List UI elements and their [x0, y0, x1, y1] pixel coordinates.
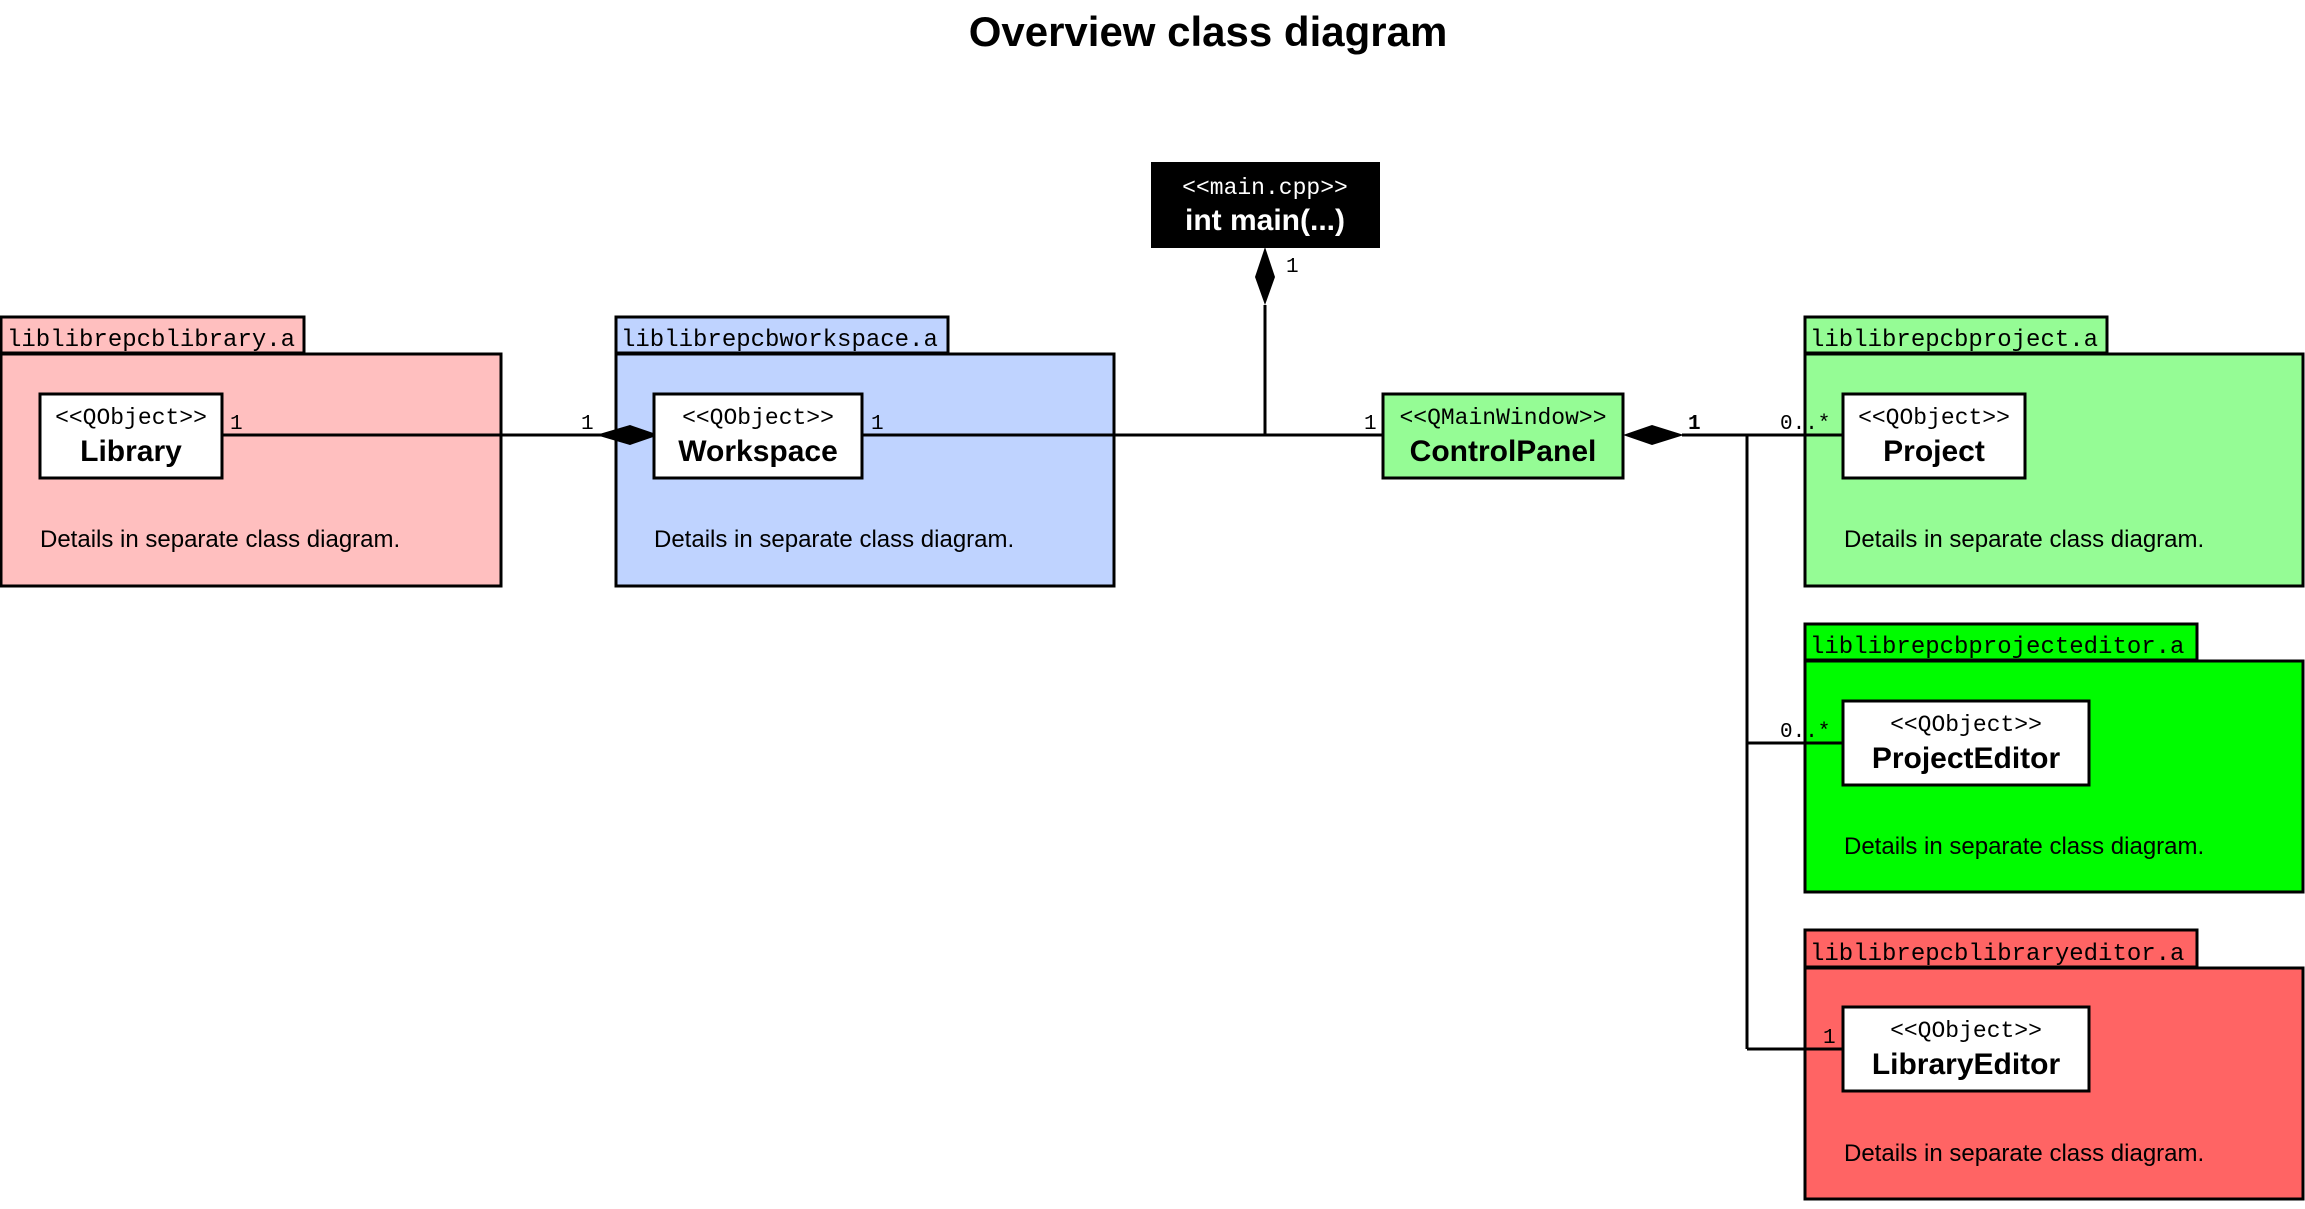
connectors — [222, 305, 1843, 1051]
class-controlpanel-name: ControlPanel — [1410, 435, 1597, 468]
package-workspace-tab-label: liblibrepcbworkspace.a — [621, 327, 938, 354]
workspace-composition-diamond — [596, 425, 659, 445]
class-project-name: Project — [1883, 435, 1985, 468]
package-libraryeditor-tab — [1803, 928, 2199, 969]
diagram-title: Overview class diagram — [969, 8, 1448, 55]
package-project-tab-label: liblibrepcbproject.a — [1810, 327, 2098, 354]
multiplicity-library: 1 — [230, 413, 243, 436]
class-projecteditor-name: ProjectEditor — [1872, 742, 2061, 775]
main-stereotype: <<main.cpp>> — [1182, 175, 1348, 201]
class-workspace: <<QObject>> Workspace — [652, 392, 864, 480]
multiplicity-controlpanel-children: 1 — [1688, 413, 1701, 436]
class-library-box — [38, 392, 224, 480]
package-library-tab-label: liblibrepcblibrary.a — [7, 327, 295, 354]
main-name: int main(...) — [1185, 204, 1345, 237]
package-project-note: Details in separate class diagram. — [1844, 526, 2204, 553]
controlpanel-composition-diamond — [1623, 425, 1684, 445]
class-projecteditor: <<QObject>> ProjectEditor — [1841, 699, 2091, 787]
main-composition-diamond — [1255, 247, 1275, 305]
class-workspace-name: Workspace — [678, 435, 838, 468]
class-projecteditor-box — [1841, 699, 2091, 787]
class-libraryeditor-name: LibraryEditor — [1872, 1048, 2061, 1081]
package-workspace-tab — [614, 315, 950, 355]
package-library-note: Details in separate class diagram. — [40, 526, 400, 553]
class-workspace-box — [652, 392, 864, 480]
class-library: <<QObject>> Library — [38, 392, 224, 480]
package-projecteditor-tab — [1803, 622, 2199, 662]
package-project: liblibrepcbproject.a Details in separate… — [1803, 315, 2305, 588]
package-workspace-note: Details in separate class diagram. — [654, 526, 1014, 553]
class-project: <<QObject>> Project — [1841, 392, 2027, 480]
class-controlpanel-box — [1381, 392, 1625, 480]
main-box-rect — [1151, 162, 1380, 248]
package-projecteditor-tab-label: liblibrepcbprojecteditor.a — [1810, 634, 2184, 661]
multiplicity-controlpanel-workspace: 1 — [1364, 413, 1377, 436]
class-project-box — [1841, 392, 2027, 480]
multiplicity-project: 0..* — [1780, 413, 1830, 436]
class-workspace-stereotype: <<QObject>> — [682, 405, 834, 431]
multiplicity-workspace-controlpanel: 1 — [871, 413, 884, 436]
multiplicity-labels: 1 1 1 1 1 1 0..* 0..* 1 — [230, 256, 1836, 1050]
package-workspace: liblibrepcbworkspace.a Details in separa… — [614, 315, 1116, 588]
class-libraryeditor-stereotype: <<QObject>> — [1890, 1018, 2042, 1044]
class-controlpanel-stereotype: <<QMainWindow>> — [1399, 405, 1606, 431]
multiplicity-libraryeditor: 1 — [1823, 1027, 1836, 1050]
multiplicity-main: 1 — [1286, 256, 1299, 279]
main-box: <<main.cpp>> int main(...) — [1151, 162, 1380, 248]
package-libraryeditor-note: Details in separate class diagram. — [1844, 1140, 2204, 1167]
package-libraryeditor-tab-label: liblibrepcblibraryeditor.a — [1810, 941, 2184, 968]
multiplicity-workspace-library: 1 — [581, 413, 594, 436]
class-library-name: Library — [80, 435, 182, 468]
class-library-stereotype: <<QObject>> — [55, 405, 207, 431]
multiplicity-projecteditor: 0..* — [1780, 721, 1830, 744]
class-projecteditor-stereotype: <<QObject>> — [1890, 712, 2042, 738]
class-libraryeditor-box — [1841, 1005, 2091, 1093]
class-libraryeditor: <<QObject>> LibraryEditor — [1841, 1005, 2091, 1093]
class-project-stereotype: <<QObject>> — [1858, 405, 2010, 431]
class-controlpanel: <<QMainWindow>> ControlPanel — [1381, 392, 1625, 480]
package-projecteditor-note: Details in separate class diagram. — [1844, 833, 2204, 860]
